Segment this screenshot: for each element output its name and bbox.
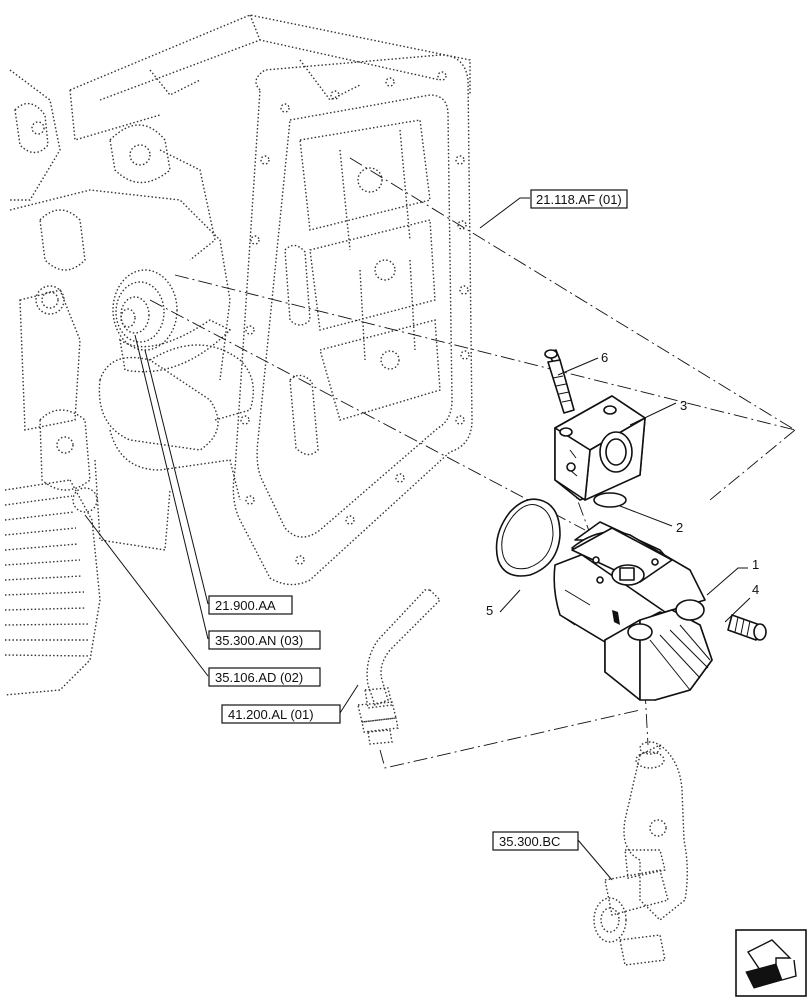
o-ring-part-2 [593, 492, 627, 508]
hydraulic-pipe-ghost [357, 589, 441, 745]
reference-21-118-af[interactable]: 21.118.AF (01) [530, 189, 628, 209]
reference-35-300-bc[interactable]: 35.300.BC [492, 831, 579, 851]
reference-label: 21.118.AF (01) [536, 192, 622, 207]
reference-label: 41.200.AL (01) [228, 707, 314, 722]
reference-35-300-an[interactable]: 35.300.AN (03) [208, 630, 321, 650]
callout-number-5: 5 [486, 603, 493, 618]
cap-screw-part-6 [544, 349, 575, 414]
reference-21-900-aa[interactable]: 21.900.AA [208, 595, 293, 615]
reference-35-106-ad[interactable]: 35.106.AD (02) [208, 667, 321, 687]
next-page-arrow-icon[interactable] [735, 929, 807, 997]
callout-number-4: 4 [752, 582, 759, 597]
reference-label: 35.300.AN (03) [215, 633, 303, 648]
cap-screw-part-4 [727, 614, 767, 641]
o-ring-part-5 [495, 498, 561, 577]
callout-number-1: 1 [752, 557, 759, 572]
hydraulic-fitting-ghost [593, 741, 688, 966]
reference-label: 21.900.AA [215, 598, 276, 613]
callout-number-3: 3 [680, 398, 687, 413]
flange-part-3 [554, 395, 646, 501]
hydraulic-pump-part-1 [553, 521, 713, 701]
callout-leaders [84, 197, 751, 881]
callout-number-2: 2 [676, 520, 683, 535]
transmission-housing-ghost [4, 14, 473, 696]
reference-label: 35.106.AD (02) [215, 670, 303, 685]
callout-number-6: 6 [601, 350, 608, 365]
reference-41-200-al[interactable]: 41.200.AL (01) [221, 704, 341, 724]
center-lines [149, 157, 796, 769]
reference-label: 35.300.BC [499, 834, 560, 849]
